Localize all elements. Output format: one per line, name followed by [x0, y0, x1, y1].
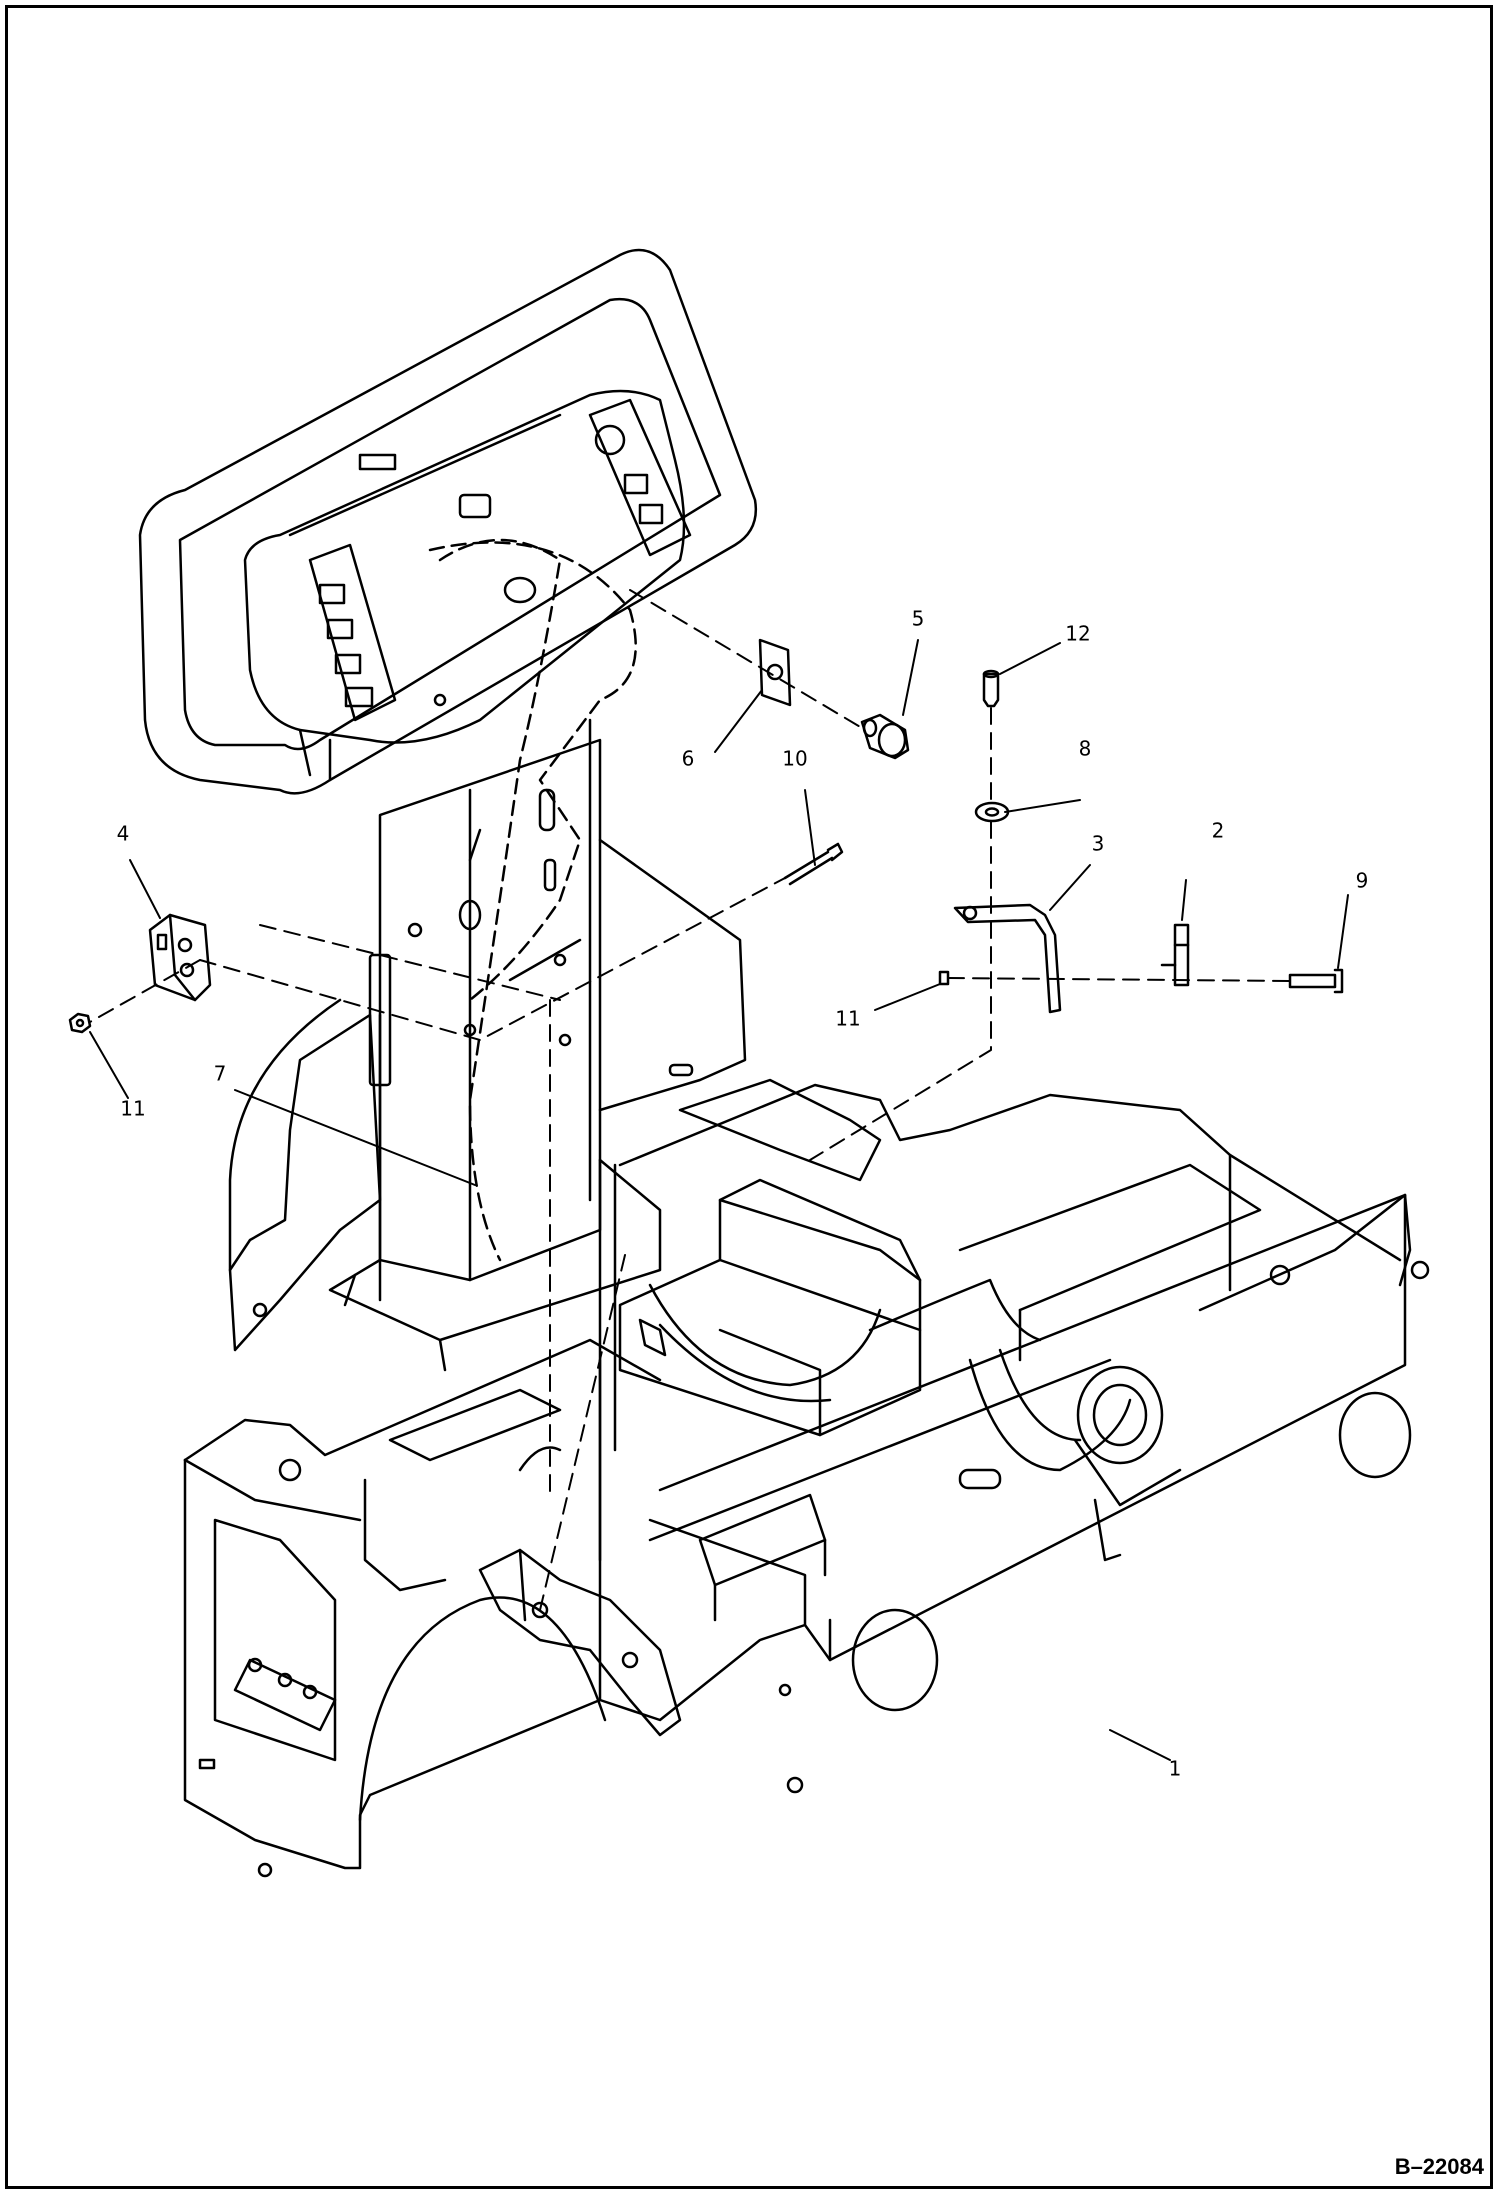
- part-12-bolt: [982, 669, 1000, 708]
- part-11-nut-left: [68, 1012, 92, 1034]
- chassis-frame: [183, 1083, 1430, 1878]
- part-9-screw: [1288, 968, 1344, 994]
- callout-3: 3: [1092, 832, 1105, 856]
- part-3-bracket: [953, 903, 1062, 1014]
- battery-box: [518, 1078, 1262, 1472]
- part-2-sensor: [1160, 923, 1190, 987]
- callout-10: 10: [782, 747, 807, 771]
- leader-lines: [89, 639, 1349, 1761]
- callout-2: 2: [1212, 819, 1225, 843]
- side-panel: [228, 953, 392, 1352]
- callout-4: 4: [117, 822, 130, 846]
- filler-cap-assembly: [1073, 1365, 1182, 1562]
- callout-7: 7: [214, 1062, 227, 1086]
- callout-8: 8: [1079, 737, 1092, 761]
- part-8-washer: [974, 801, 1010, 823]
- callout-5: 5: [912, 607, 925, 631]
- callout-labels: 1 2 3 4 5 6 7 8 9 10 11 11 12: [117, 607, 1369, 1781]
- drawing-number: B–22084: [1394, 2154, 1484, 2179]
- assembly-lines: [89, 589, 1291, 1611]
- part-4-switch: [148, 913, 212, 1002]
- part-11-nut-right: [938, 970, 950, 986]
- console-head: [138, 248, 758, 1262]
- callout-12: 12: [1065, 622, 1090, 646]
- part-6-plate: [758, 638, 792, 707]
- rear-bracket: [508, 838, 747, 1112]
- callout-9: 9: [1356, 869, 1369, 893]
- callout-6: 6: [682, 747, 695, 771]
- callout-1: 1: [1169, 1757, 1182, 1781]
- callout-11-left: 11: [120, 1097, 145, 1121]
- part-10-screw: [783, 842, 844, 886]
- part-5-button: [860, 713, 910, 760]
- callout-11-right: 11: [835, 1007, 860, 1031]
